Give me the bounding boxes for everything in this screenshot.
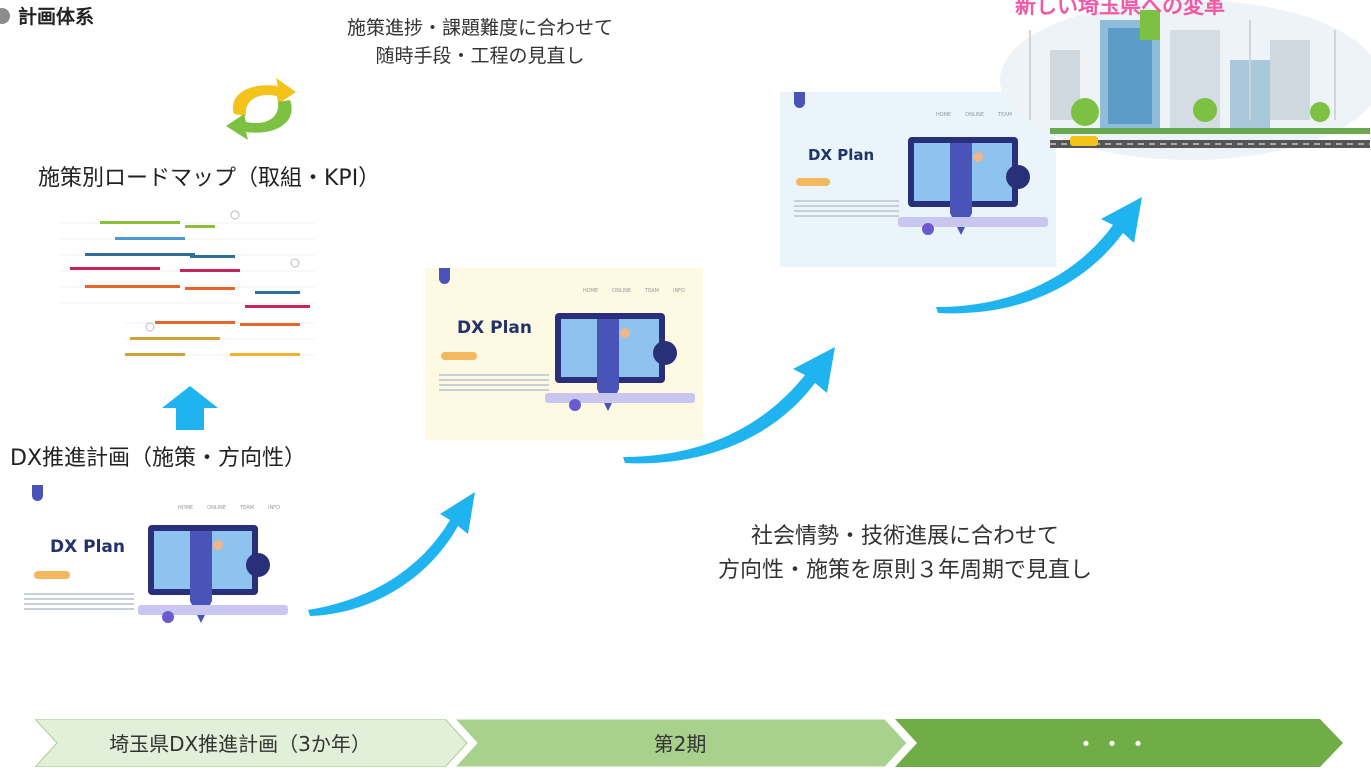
- bullet-icon: [0, 7, 10, 24]
- section-heading: 計画体系: [0, 2, 94, 29]
- timeline-chevrons: [35, 719, 1343, 767]
- roadmap-thumbnail: [45, 205, 320, 370]
- curved-arrow-1: [308, 492, 475, 616]
- mockup-logo-icon: [794, 92, 805, 108]
- up-arrow-icon: [162, 386, 218, 430]
- mockup-text-lines: [24, 593, 134, 613]
- mockup-illustration: [545, 313, 695, 411]
- curved-arrow-3: [936, 197, 1142, 314]
- review-note-line1: 社会情勢・技術進展に合わせて: [750, 524, 1059, 549]
- mockup-title: DX Plan: [457, 318, 532, 338]
- timeline-phase1: 埼玉県DX推進計画（3か年）: [109, 731, 371, 756]
- mockup-logo-icon: [439, 268, 450, 284]
- review-note-line2: 方向性・施策を原則３年周期で見直し: [717, 558, 1092, 583]
- mockup-button: [441, 352, 477, 360]
- refresh-cycle-icon: [226, 78, 296, 140]
- timeline-phase2: 第2期: [653, 731, 707, 756]
- roadmap-label: 施策別ロードマップ（取組・KPI）: [38, 166, 381, 191]
- mockup-button: [34, 571, 70, 579]
- mockup-title: DX Plan: [808, 146, 875, 164]
- curved-arrow-2: [623, 347, 835, 464]
- city-illustration: [1000, 0, 1371, 160]
- timeline-phase3: ・・・: [1076, 731, 1154, 756]
- mockup-text-lines: [794, 200, 899, 220]
- plan-label: DX推進計画（施策・方向性）: [10, 446, 307, 471]
- cycle-note-line2: 随時手段・工程の見直し: [375, 45, 585, 67]
- cycle-note-line1: 施策進捗・課題難度に合わせて: [346, 17, 613, 39]
- mockup-button: [796, 178, 830, 186]
- mockup-title: DX Plan: [50, 537, 125, 557]
- mockup-illustration: [138, 525, 288, 623]
- review-note: 社会情勢・技術進展に合わせて 方向性・施策を原則３年周期で見直し: [640, 520, 1170, 588]
- goal-text: 新しい埼玉県への変革: [1015, 0, 1225, 18]
- mockup-illustration: [898, 137, 1048, 235]
- mockup-text-lines: [439, 374, 549, 394]
- page-title: 計画体系: [18, 6, 95, 28]
- cycle-note: 施策進捗・課題難度に合わせて 随時手段・工程の見直し: [300, 14, 660, 70]
- mockup-logo-icon: [32, 485, 43, 501]
